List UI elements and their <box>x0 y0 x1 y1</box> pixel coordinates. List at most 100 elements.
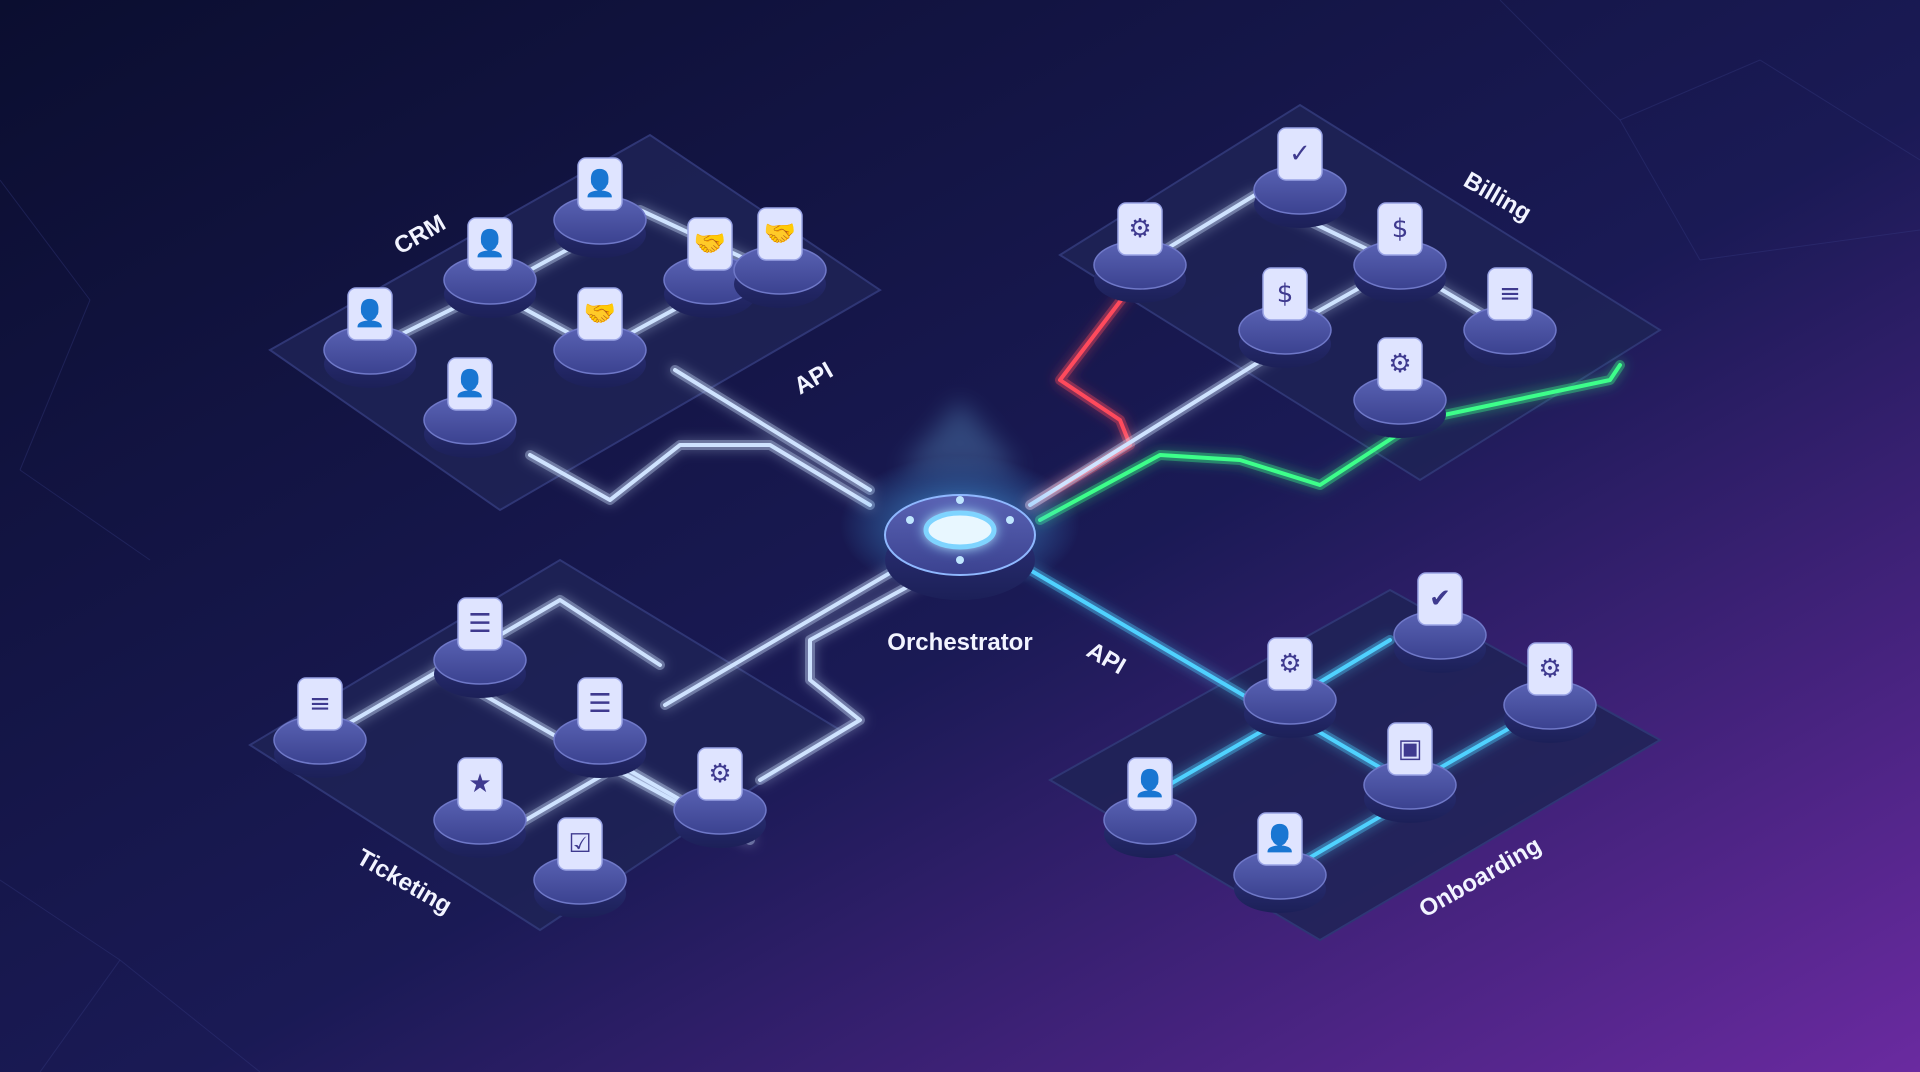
onboarding-node: 👤 <box>1233 812 1327 913</box>
mesh-line <box>1699 229 1920 261</box>
billing-node: ⚙ <box>1353 337 1447 438</box>
hub-dot <box>956 556 964 564</box>
document-icon: ≡ <box>1499 279 1521 309</box>
gear-icon-backing <box>697 747 743 801</box>
gear-icon: ⚙ <box>1388 349 1411 379</box>
ticketing-return-link <box>758 578 922 782</box>
user-icon-backing <box>577 157 623 211</box>
orchestrator-label: Orchestrator <box>887 629 1032 656</box>
crm-node: 👤 <box>323 287 417 388</box>
receipt-check-icon: ✓ <box>1289 139 1311 169</box>
dollar-coin-icon-backing <box>1262 267 1308 321</box>
gear-icon: ⚙ <box>1538 654 1561 684</box>
ticketing-node: ☑ <box>533 817 627 918</box>
mesh-line <box>19 469 151 561</box>
gear-icon: ⚙ <box>708 759 731 789</box>
handshake-icon-backing <box>757 207 803 261</box>
handshake-icon-backing <box>687 217 733 271</box>
handshake-icon: 🤝 <box>584 299 616 329</box>
ticketing-api-link <box>663 568 897 707</box>
crm-node: 🤝 <box>553 287 647 388</box>
mesh-line <box>1759 59 1920 161</box>
user-icon: 👤 <box>1134 768 1166 799</box>
ticketing-inner-link <box>318 668 702 817</box>
ticketing-node: ☰ <box>433 597 527 698</box>
billing-green-link <box>1038 363 1622 522</box>
onboarding-api-link <box>1028 568 1262 707</box>
checklist-icon: ☰ <box>588 689 611 719</box>
user-icon-backing <box>1127 757 1173 811</box>
mesh-line <box>1499 0 1621 121</box>
user-chat-icon: 👤 <box>474 228 506 259</box>
ticketing-node: ⚙ <box>673 747 767 848</box>
onboarding-node: ✔ <box>1393 572 1487 673</box>
gear-icon-backing <box>1527 642 1573 696</box>
checkmark-icon-backing <box>1417 572 1463 626</box>
crm-node: 👤 <box>553 157 647 258</box>
mesh-line <box>19 299 91 471</box>
billing-node: ≡ <box>1463 267 1557 368</box>
document-icon-backing <box>1487 267 1533 321</box>
id-card-icon-backing <box>1387 722 1433 776</box>
hub-beam <box>900 400 1020 470</box>
onboarding-node: ⚙ <box>1503 642 1597 743</box>
onboarding-inner-link <box>1158 703 1552 792</box>
dollar-coin-icon: $ <box>1277 279 1294 309</box>
billing-node: $ <box>1353 202 1447 303</box>
crm-return-link <box>528 443 872 507</box>
user-badge-icon-backing <box>347 287 393 341</box>
gear-icon-backing <box>1117 202 1163 256</box>
ticketing-node: ★ <box>433 757 527 858</box>
ticket-icon-backing <box>457 757 503 811</box>
hub-dot <box>956 496 964 504</box>
ticket-icon: ★ <box>468 769 491 799</box>
orchestrator-hub <box>840 400 1080 600</box>
mesh-line <box>39 959 121 1072</box>
crm-inner-link <box>368 288 712 352</box>
hub-dot <box>906 516 914 524</box>
mesh-line <box>1619 119 1701 261</box>
invoice-icon-backing <box>1377 202 1423 256</box>
billing-node: ✓ <box>1253 127 1347 228</box>
user-chat-icon-backing <box>467 217 513 271</box>
invoice-icon: $ <box>1392 214 1409 244</box>
checklist-icon-backing <box>577 677 623 731</box>
mesh-line <box>1619 59 1761 121</box>
mesh-line <box>0 879 121 961</box>
user-badge-icon: 👤 <box>454 368 486 399</box>
handshake-icon: 🤝 <box>694 229 726 259</box>
gear-icon-backing <box>1377 337 1423 391</box>
handshake-icon: 🤝 <box>764 219 796 249</box>
checkmark-icon: ✔ <box>1429 584 1451 614</box>
user-check-icon-backing <box>1257 812 1303 866</box>
user-badge-icon-backing <box>447 357 493 411</box>
crm-node: 🤝 <box>663 217 757 318</box>
document-icon: ≡ <box>309 689 331 719</box>
connection-links <box>315 190 1625 880</box>
clipboard-icon: ☑ <box>568 829 591 859</box>
user-badge-icon: 👤 <box>354 298 386 329</box>
gear-icon-backing <box>1267 637 1313 691</box>
gear-icon: ⚙ <box>1128 214 1151 244</box>
handshake-icon-backing <box>577 287 623 341</box>
billing-node: ⚙ <box>1093 202 1187 303</box>
onboarding-node: ▣ <box>1363 722 1457 823</box>
id-card-icon: ▣ <box>1398 734 1423 764</box>
checklist-icon-backing <box>457 597 503 651</box>
ticketing-node: ≡ <box>273 677 367 778</box>
ticketing-node: ☰ <box>553 677 647 778</box>
billing-inner-link <box>1138 193 1512 332</box>
receipt-check-icon-backing <box>1277 127 1323 181</box>
crm-node: 👤 <box>423 357 517 458</box>
crm-node: 🤝 <box>733 207 827 308</box>
clipboard-icon-backing <box>557 817 603 871</box>
billing-main-link <box>1028 353 1272 507</box>
onboarding-node: ⚙ <box>1243 637 1337 738</box>
onboarding-node: 👤 <box>1103 757 1197 858</box>
billing-node: $ <box>1238 267 1332 368</box>
document-icon-backing <box>297 677 343 731</box>
mesh-line <box>0 179 91 301</box>
